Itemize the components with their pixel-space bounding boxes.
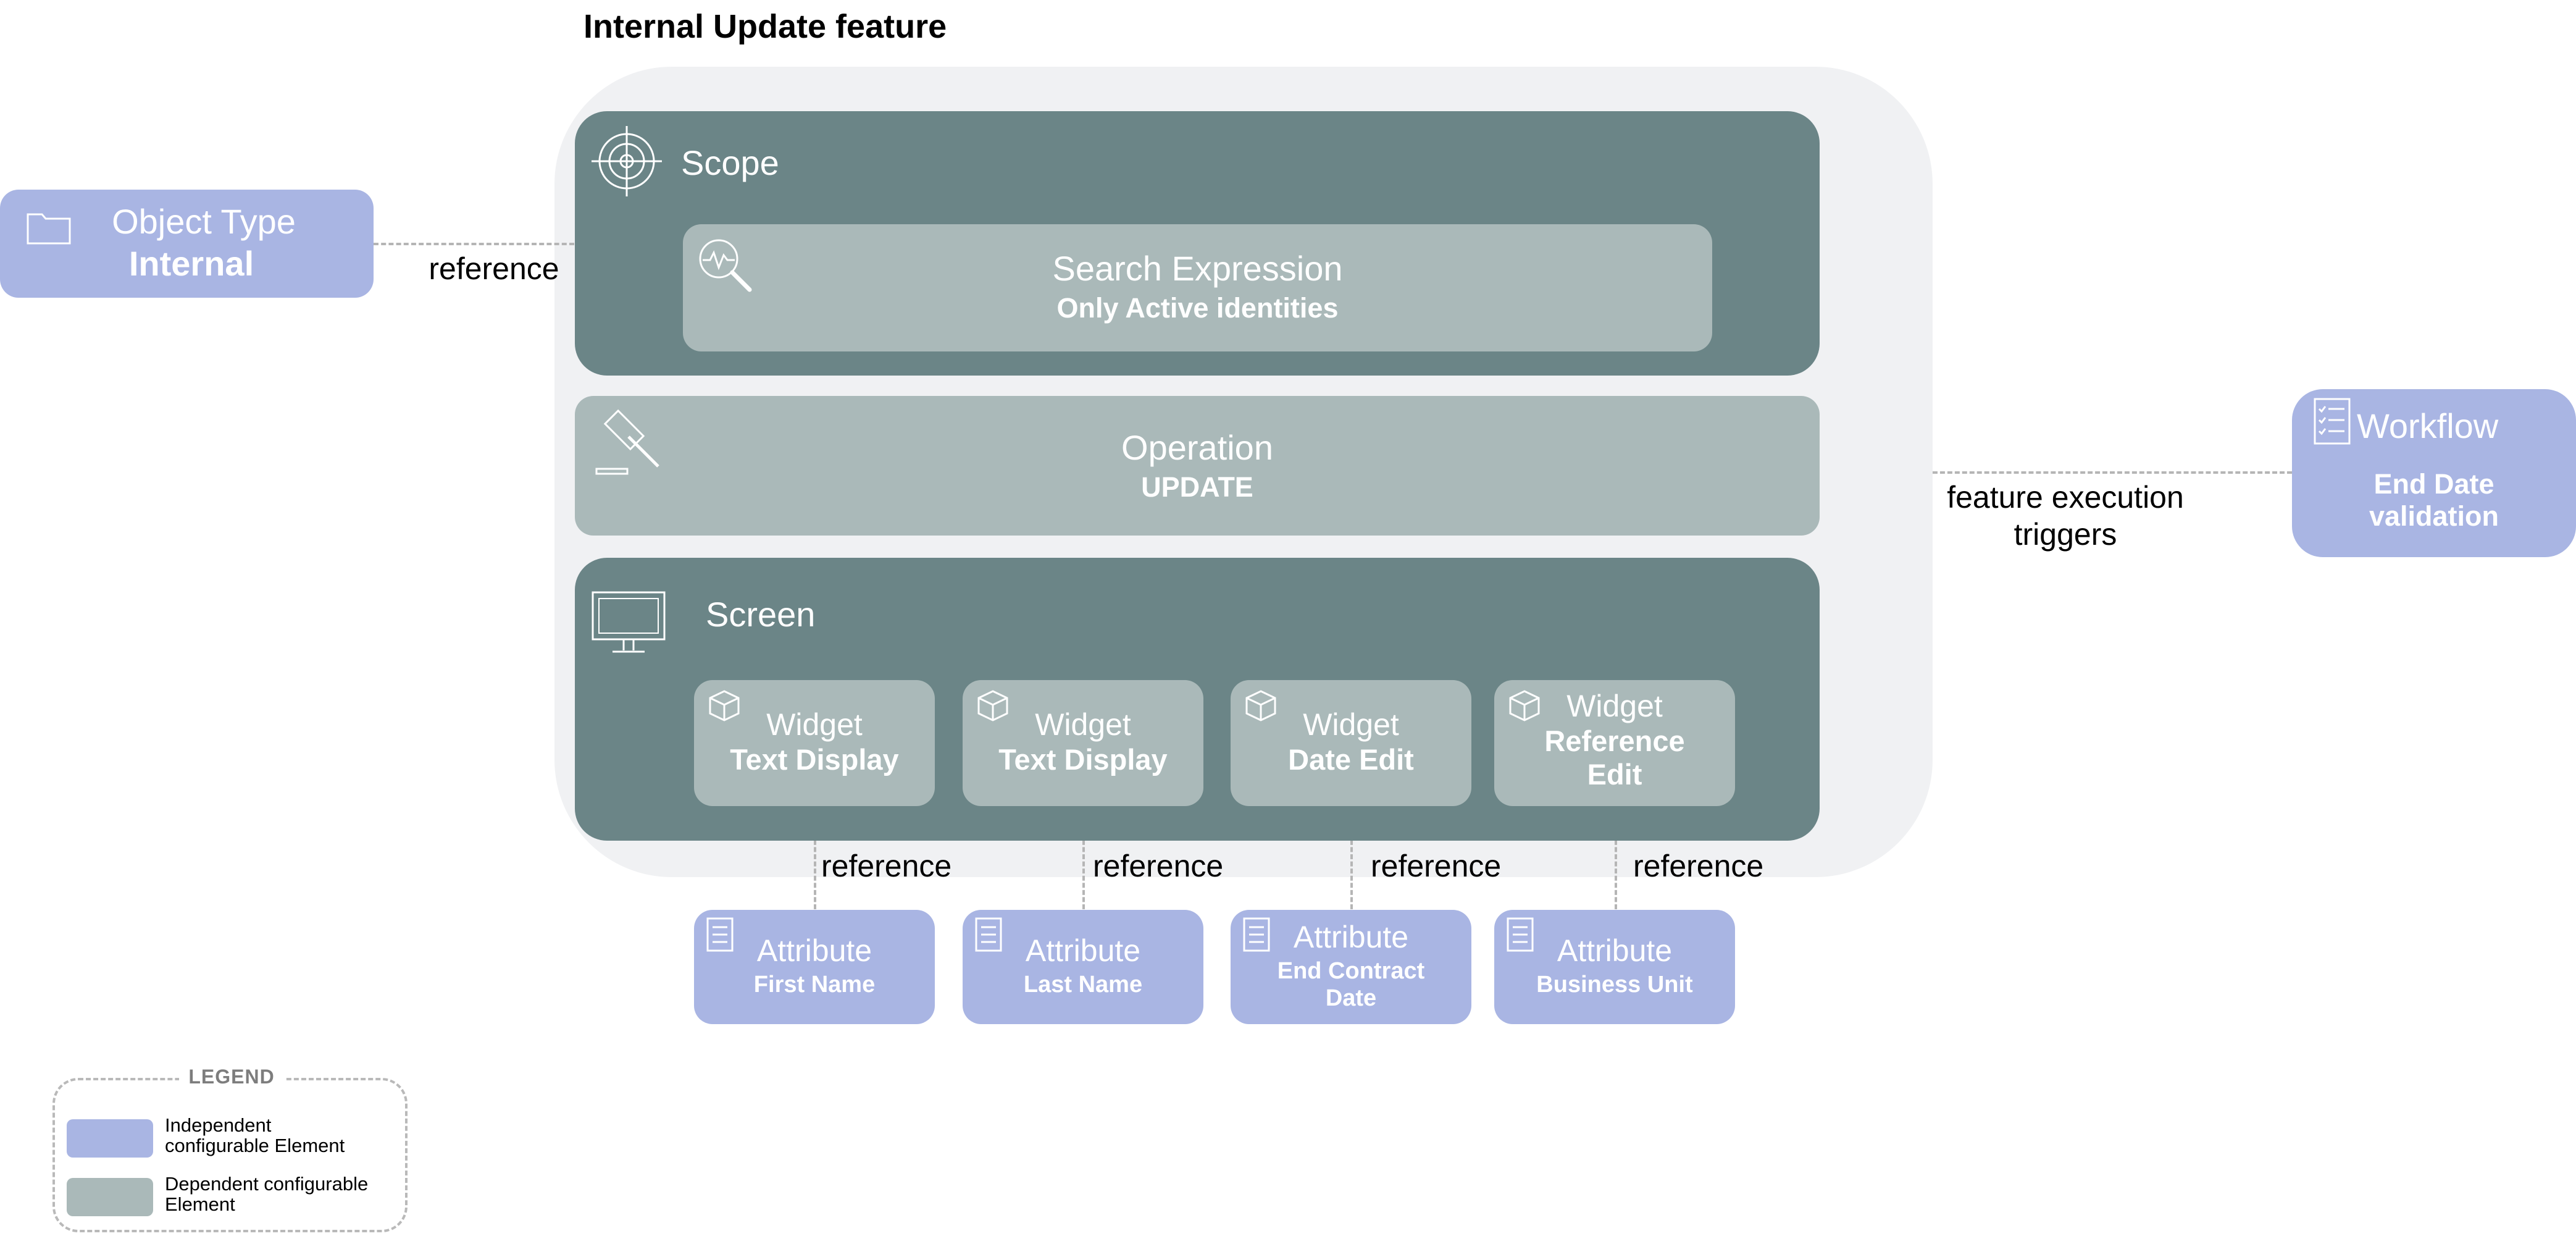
list-icon: [975, 917, 1002, 952]
screen-label: Screen: [706, 595, 816, 634]
object-type-label: Object Type: [112, 202, 296, 241]
scope-label: Scope: [681, 143, 779, 182]
search-expression-value: Only Active identities: [1056, 292, 1339, 324]
checklist-icon: [2314, 398, 2351, 445]
operation-panel: Operation UPDATE: [575, 396, 1820, 536]
workflow-connector: [1933, 471, 2292, 474]
list-icon: [1243, 917, 1270, 952]
widget-box: Widget Reference Edit: [1494, 680, 1735, 806]
gavel-icon: [590, 408, 664, 482]
object-type-connector: [374, 243, 574, 245]
widget-value: Date Edit: [1288, 743, 1414, 776]
package-icon: [976, 689, 1010, 722]
attribute-reference-label: reference: [821, 849, 952, 883]
search-expression-box: Search Expression Only Active identities: [683, 224, 1712, 351]
attribute-connector: [1350, 804, 1353, 909]
attribute-box: Attribute Business Unit: [1494, 910, 1735, 1024]
workflow-box: Workflow End Date validation: [2292, 389, 2576, 557]
attribute-reference-label: reference: [1633, 849, 1764, 883]
list-icon: [1507, 917, 1534, 952]
operation-value: UPDATE: [1141, 471, 1253, 503]
legend-label-independent: Independent configurable Element: [165, 1114, 345, 1156]
operation-label: Operation: [1121, 428, 1273, 467]
attribute-box: Attribute First Name: [694, 910, 935, 1024]
attribute-value: First Name: [753, 972, 876, 998]
attribute-label: Attribute: [1025, 933, 1141, 968]
list-icon: [706, 917, 734, 952]
workflow-value: End Date validation: [2369, 468, 2499, 532]
widget-box: Widget Text Display: [963, 680, 1203, 806]
workflow-trigger-label: feature execution triggers: [1947, 480, 2184, 552]
attribute-box: Attribute Last Name: [963, 910, 1203, 1024]
widget-label: Widget: [1566, 689, 1663, 723]
search-expression-label: Search Expression: [1052, 249, 1343, 288]
widget-value: Text Display: [730, 743, 899, 776]
widget-box: Widget Text Display: [694, 680, 935, 806]
widget-value: Reference Edit: [1544, 725, 1685, 791]
diagram-title: Internal Update feature: [583, 8, 947, 45]
search-chart-icon: [696, 237, 756, 296]
object-type-value: Internal: [128, 244, 254, 283]
legend-swatch-independent: [67, 1119, 153, 1158]
monitor-icon: [590, 590, 667, 658]
legend-swatch-dependent: [67, 1178, 153, 1216]
widget-label: Widget: [1035, 707, 1131, 742]
attribute-reference-label: reference: [1371, 849, 1502, 883]
legend-label-dependent: Dependent configurable Element: [165, 1173, 369, 1215]
widget-value: Text Display: [998, 743, 1168, 776]
widget-label: Widget: [766, 707, 863, 742]
attribute-label: Attribute: [1293, 920, 1409, 954]
attribute-connector: [814, 804, 816, 909]
target-icon: [590, 125, 663, 198]
attribute-connector: [1082, 804, 1085, 909]
attribute-value: End Contract Date: [1277, 958, 1425, 1011]
package-icon: [708, 689, 741, 722]
widget-box: Widget Date Edit: [1231, 680, 1471, 806]
attribute-label: Attribute: [756, 933, 872, 968]
package-icon: [1508, 689, 1541, 722]
attribute-reference-label: reference: [1093, 849, 1224, 883]
package-icon: [1244, 689, 1278, 722]
object-reference-label: reference: [429, 251, 559, 286]
workflow-label: Workflow: [2357, 406, 2499, 445]
attribute-value: Business Unit: [1536, 972, 1693, 998]
object-type-box: Object Type Internal: [0, 190, 374, 298]
legend-title: LEGEND: [179, 1066, 284, 1088]
attribute-box: Attribute End Contract Date: [1231, 910, 1471, 1024]
attribute-connector: [1615, 804, 1617, 909]
widget-label: Widget: [1303, 707, 1399, 742]
attribute-value: Last Name: [1023, 972, 1143, 998]
attribute-label: Attribute: [1557, 933, 1673, 968]
folder-icon: [26, 208, 72, 245]
